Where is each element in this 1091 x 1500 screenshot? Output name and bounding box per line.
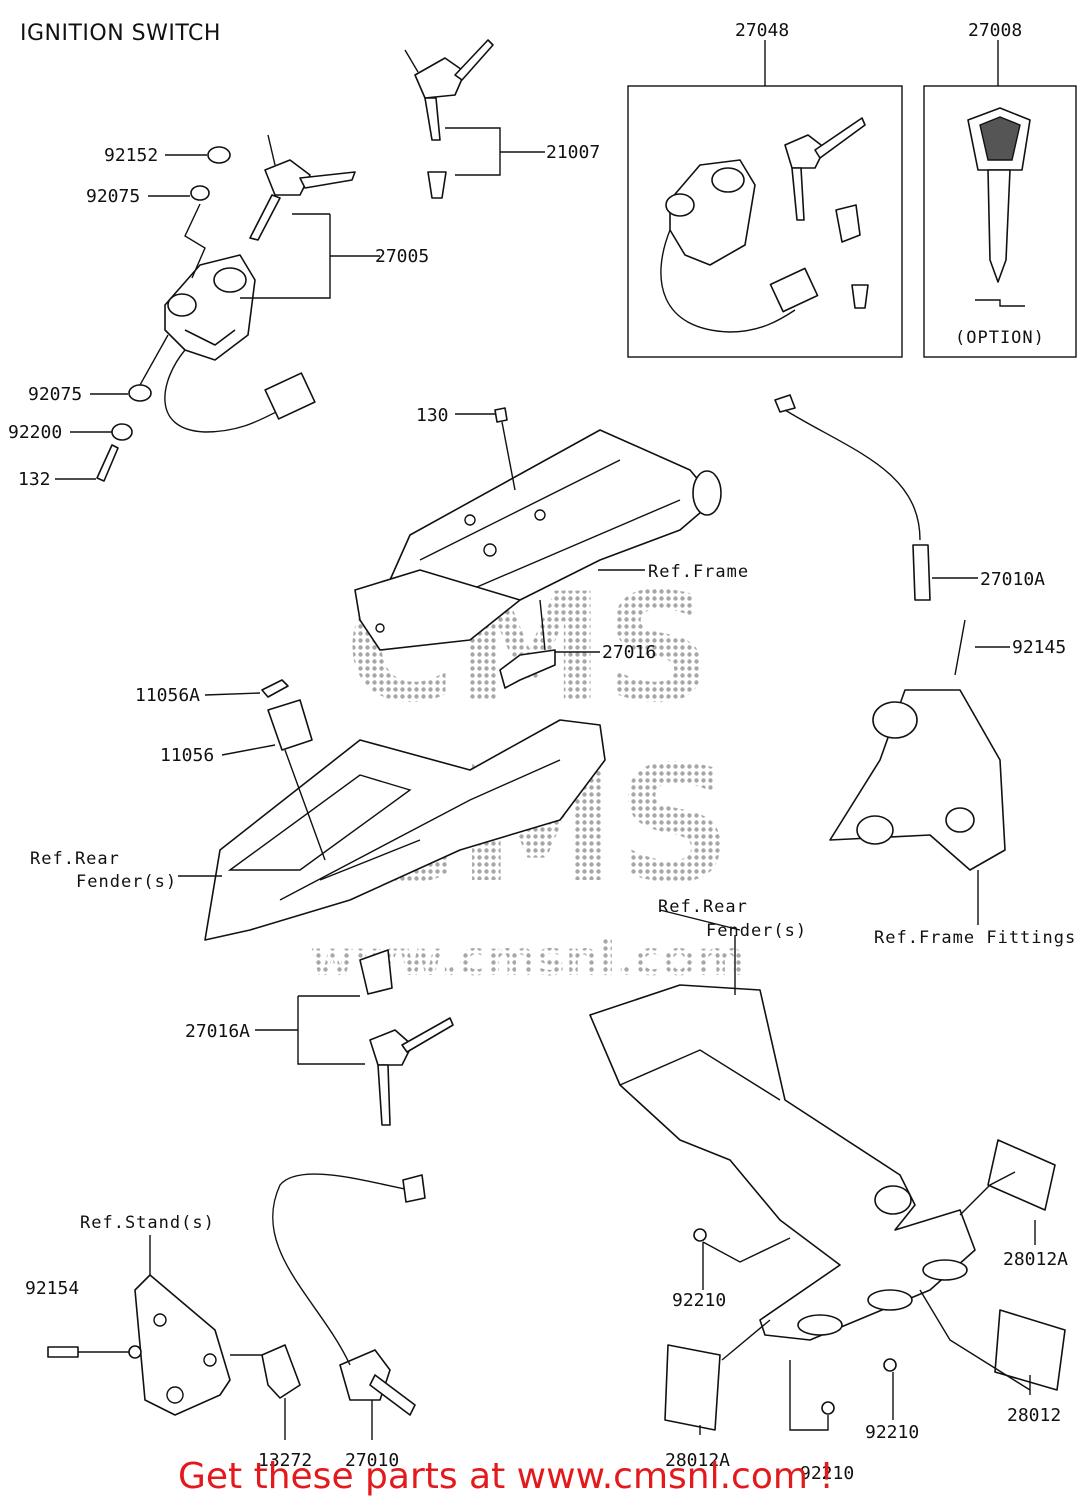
callout-27005: 27005: [375, 246, 429, 267]
option-label: (OPTION): [955, 328, 1045, 348]
callout-11056A: 11056A: [135, 685, 200, 706]
callout-28012A-bottom: 28012A: [665, 1450, 730, 1471]
callout-27016A: 27016A: [185, 1021, 250, 1042]
ref-stand: Ref.Stand(s): [80, 1213, 215, 1233]
option-key-box-27008: (OPTION): [923, 40, 1077, 358]
callout-92200: 92200: [8, 422, 62, 443]
callout-92075-bottom: 92075: [28, 384, 82, 405]
ref-rear-fender-line2: Fender(s): [76, 872, 177, 892]
key-set-21007: [404, 39, 545, 199]
callout-27016: 27016: [602, 642, 656, 663]
callout-28012: 28012: [1007, 1405, 1061, 1426]
sensor-27010A: [774, 394, 1010, 925]
callout-27010A: 27010A: [980, 569, 1045, 590]
ref-rear-fender-line1: Ref.Rear: [30, 849, 120, 869]
callout-92145: 92145: [1012, 637, 1066, 658]
callout-92154: 92154: [25, 1278, 79, 1299]
kit-box-27048: [627, 40, 903, 358]
callout-27048: 27048: [735, 20, 789, 41]
ref-rear-fender-2-line2: Fender(s): [706, 921, 807, 941]
licence-plate-holder: [589, 909, 1066, 1435]
callout-92075-top: 92075: [86, 186, 140, 207]
callout-28012A-top: 28012A: [1003, 1249, 1068, 1270]
ignition-switch-27005: [55, 134, 380, 482]
callout-92210-bottom: 92210: [800, 1463, 854, 1484]
ref-frame-fittings: Ref.Frame Fittings: [874, 928, 1076, 948]
callout-11056: 11056: [160, 745, 214, 766]
callout-27010: 27010: [345, 1450, 399, 1471]
side-stand-switch: [47, 1173, 426, 1440]
rear-frame: [354, 407, 722, 689]
ref-rear-fender-2-line1: Ref.Rear: [658, 897, 748, 917]
callout-92210-left: 92210: [672, 1290, 726, 1311]
callout-92152: 92152: [104, 145, 158, 166]
callout-130: 130: [416, 405, 449, 426]
callout-13272: 13272: [258, 1450, 312, 1471]
rear-fender: [178, 679, 606, 1126]
callout-27008: 27008: [968, 20, 1022, 41]
callout-132: 132: [18, 469, 51, 490]
callout-92210-right: 92210: [865, 1422, 919, 1443]
page-title: IGNITION SWITCH: [20, 21, 221, 46]
ref-frame: Ref.Frame: [648, 562, 749, 582]
callout-labels: 27048 27008 21007 92152 92075 27005 9207…: [8, 20, 1076, 1484]
callout-21007: 21007: [546, 142, 600, 163]
promo-link[interactable]: Get these parts at www.cmsnl.com !: [178, 1456, 834, 1497]
